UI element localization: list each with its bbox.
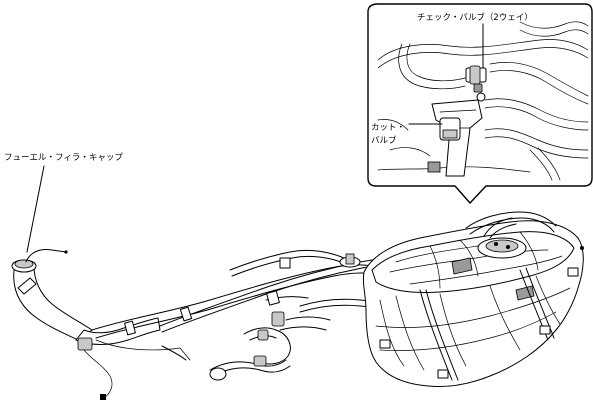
cut-valve-label-line1: カット・ [371, 123, 405, 133]
check-valve [465, 65, 487, 102]
fuel-tank [362, 211, 584, 387]
hose-clip [427, 161, 441, 173]
cut-valve-label-line2: バルブ [371, 135, 397, 146]
fuel-filler-cap-label: フューエル・フィラ・キャップ [4, 153, 123, 163]
fuel-filler-cap-leader [26, 165, 45, 253]
detail-callout: チェック・バルブ（2ウェイ） カット・ バルブ [367, 3, 593, 204]
check-valve-label: チェック・バルブ（2ウェイ） [417, 12, 533, 23]
fuel-pump-assembly [477, 217, 527, 259]
cut-valve [439, 117, 461, 141]
evap-hoses [161, 327, 291, 381]
